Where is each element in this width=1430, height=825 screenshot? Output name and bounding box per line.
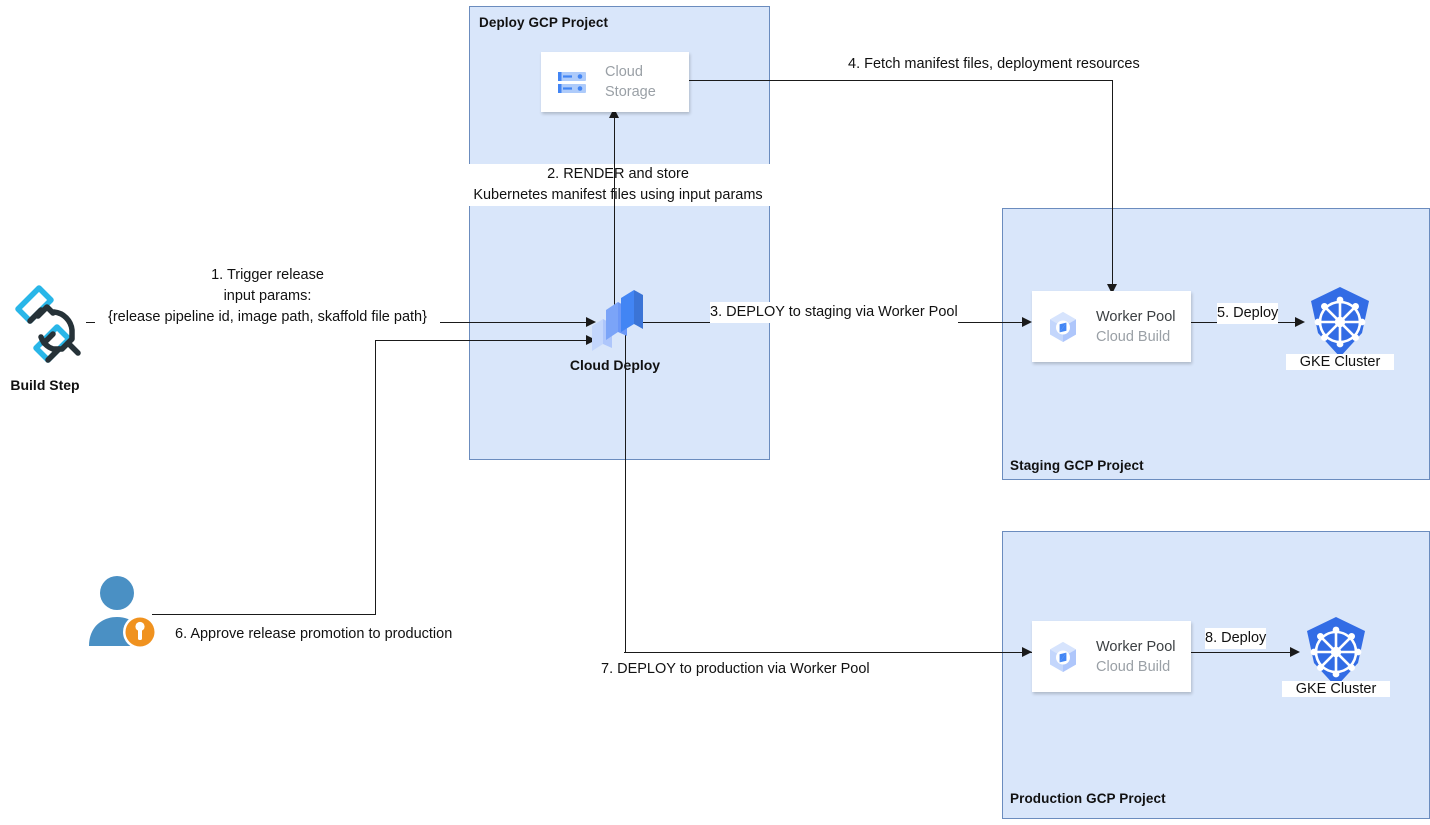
production-worker-pool-card-text: Worker Pool Cloud Build bbox=[1096, 637, 1176, 676]
label-staging-gcp-project: Staging GCP Project bbox=[1010, 458, 1144, 473]
connector-step-6-horizontal-lower bbox=[152, 614, 376, 615]
connector-step-8-arrowhead bbox=[1290, 646, 1300, 657]
production-worker-pool-subtitle: Cloud Build bbox=[1096, 658, 1171, 675]
staging-worker-pool-card-text: Worker Pool Cloud Build bbox=[1096, 307, 1176, 346]
staging-worker-pool-title: Worker Pool bbox=[1096, 308, 1176, 325]
connector-step-4-vertical bbox=[1112, 80, 1113, 284]
staging-worker-pool-subtitle: Cloud Build bbox=[1096, 328, 1171, 345]
connector-step-7-arrowhead bbox=[1022, 646, 1032, 657]
step-8-caption: 8. Deploy bbox=[1205, 628, 1267, 650]
connector-step-2-arrowhead bbox=[608, 108, 619, 118]
kubernetes-icon bbox=[1303, 287, 1377, 363]
step-1-line-3: {release pipeline id, image path, skaffo… bbox=[108, 309, 427, 326]
connector-step-2-vertical bbox=[614, 112, 615, 310]
step-2-line-1: 2. RENDER and store bbox=[547, 166, 689, 182]
cloud-deploy-icon bbox=[586, 290, 644, 356]
step-7-caption: 7. DEPLOY to production via Worker Pool bbox=[601, 661, 870, 677]
build-tool-icon bbox=[8, 285, 86, 367]
step-1-line-1: 1. Trigger release bbox=[211, 267, 324, 283]
cloud-build-icon bbox=[1046, 640, 1080, 674]
node-approver bbox=[85, 575, 163, 655]
label-build-step: Build Step bbox=[10, 377, 80, 393]
connector-step-4-horizontal bbox=[688, 80, 1113, 81]
connector-step-5-arrowhead bbox=[1295, 316, 1305, 327]
node-staging-worker-pool[interactable]: Worker Pool Cloud Build bbox=[1032, 291, 1191, 362]
step-2-line-2: Kubernetes manifest files using input pa… bbox=[473, 187, 763, 204]
connector-step-8 bbox=[1191, 652, 1296, 653]
cloud-storage-icon bbox=[555, 65, 589, 99]
cloud-build-icon bbox=[1046, 310, 1080, 344]
connector-step-3-arrowhead bbox=[1022, 316, 1032, 327]
cloud-storage-subtitle: Storage bbox=[605, 84, 656, 100]
cloud-storage-card-text: Cloud Storage bbox=[605, 62, 656, 101]
step-4-caption: 4. Fetch manifest files, deployment reso… bbox=[848, 54, 1140, 76]
cloud-storage-title: Cloud bbox=[605, 64, 643, 81]
connector-step-4-arrowhead bbox=[1106, 284, 1117, 294]
node-cloud-storage[interactable]: Cloud Storage bbox=[541, 52, 689, 112]
label-production-gke-cluster: GKE Cluster bbox=[1282, 681, 1390, 697]
label-production-gcp-project: Production GCP Project bbox=[1010, 791, 1166, 806]
node-production-gke-cluster bbox=[1299, 615, 1373, 694]
label-staging-gke-cluster: GKE Cluster bbox=[1286, 354, 1394, 370]
step-6-caption: 6. Approve release promotion to producti… bbox=[175, 626, 453, 642]
node-cloud-deploy bbox=[586, 290, 644, 357]
connector-step-6-arrowhead bbox=[586, 334, 596, 345]
node-production-worker-pool[interactable]: Worker Pool Cloud Build bbox=[1032, 621, 1191, 692]
connector-step-7-horizontal bbox=[624, 652, 1032, 653]
label-cloud-deploy: Cloud Deploy bbox=[569, 357, 661, 373]
step-3-caption: 3. DEPLOY to staging via Worker Pool bbox=[710, 302, 958, 324]
connector-step-6-vertical bbox=[375, 340, 376, 615]
node-build-step bbox=[8, 275, 86, 368]
step-1-line-2: input params: bbox=[223, 288, 312, 305]
node-staging-gke-cluster bbox=[1303, 285, 1377, 364]
connector-step-7-vertical bbox=[625, 334, 626, 652]
kubernetes-icon bbox=[1299, 617, 1373, 693]
step-5-caption: 5. Deploy bbox=[1217, 303, 1279, 325]
step-1-caption: 1. Trigger release input params: {release … bbox=[95, 265, 440, 329]
user-key-icon bbox=[85, 576, 163, 654]
label-deploy-gcp-project: Deploy GCP Project bbox=[479, 15, 609, 30]
connector-step-6-horizontal-upper bbox=[375, 340, 594, 341]
connector-step-1-arrowhead bbox=[586, 316, 596, 327]
production-worker-pool-title: Worker Pool bbox=[1096, 638, 1176, 655]
